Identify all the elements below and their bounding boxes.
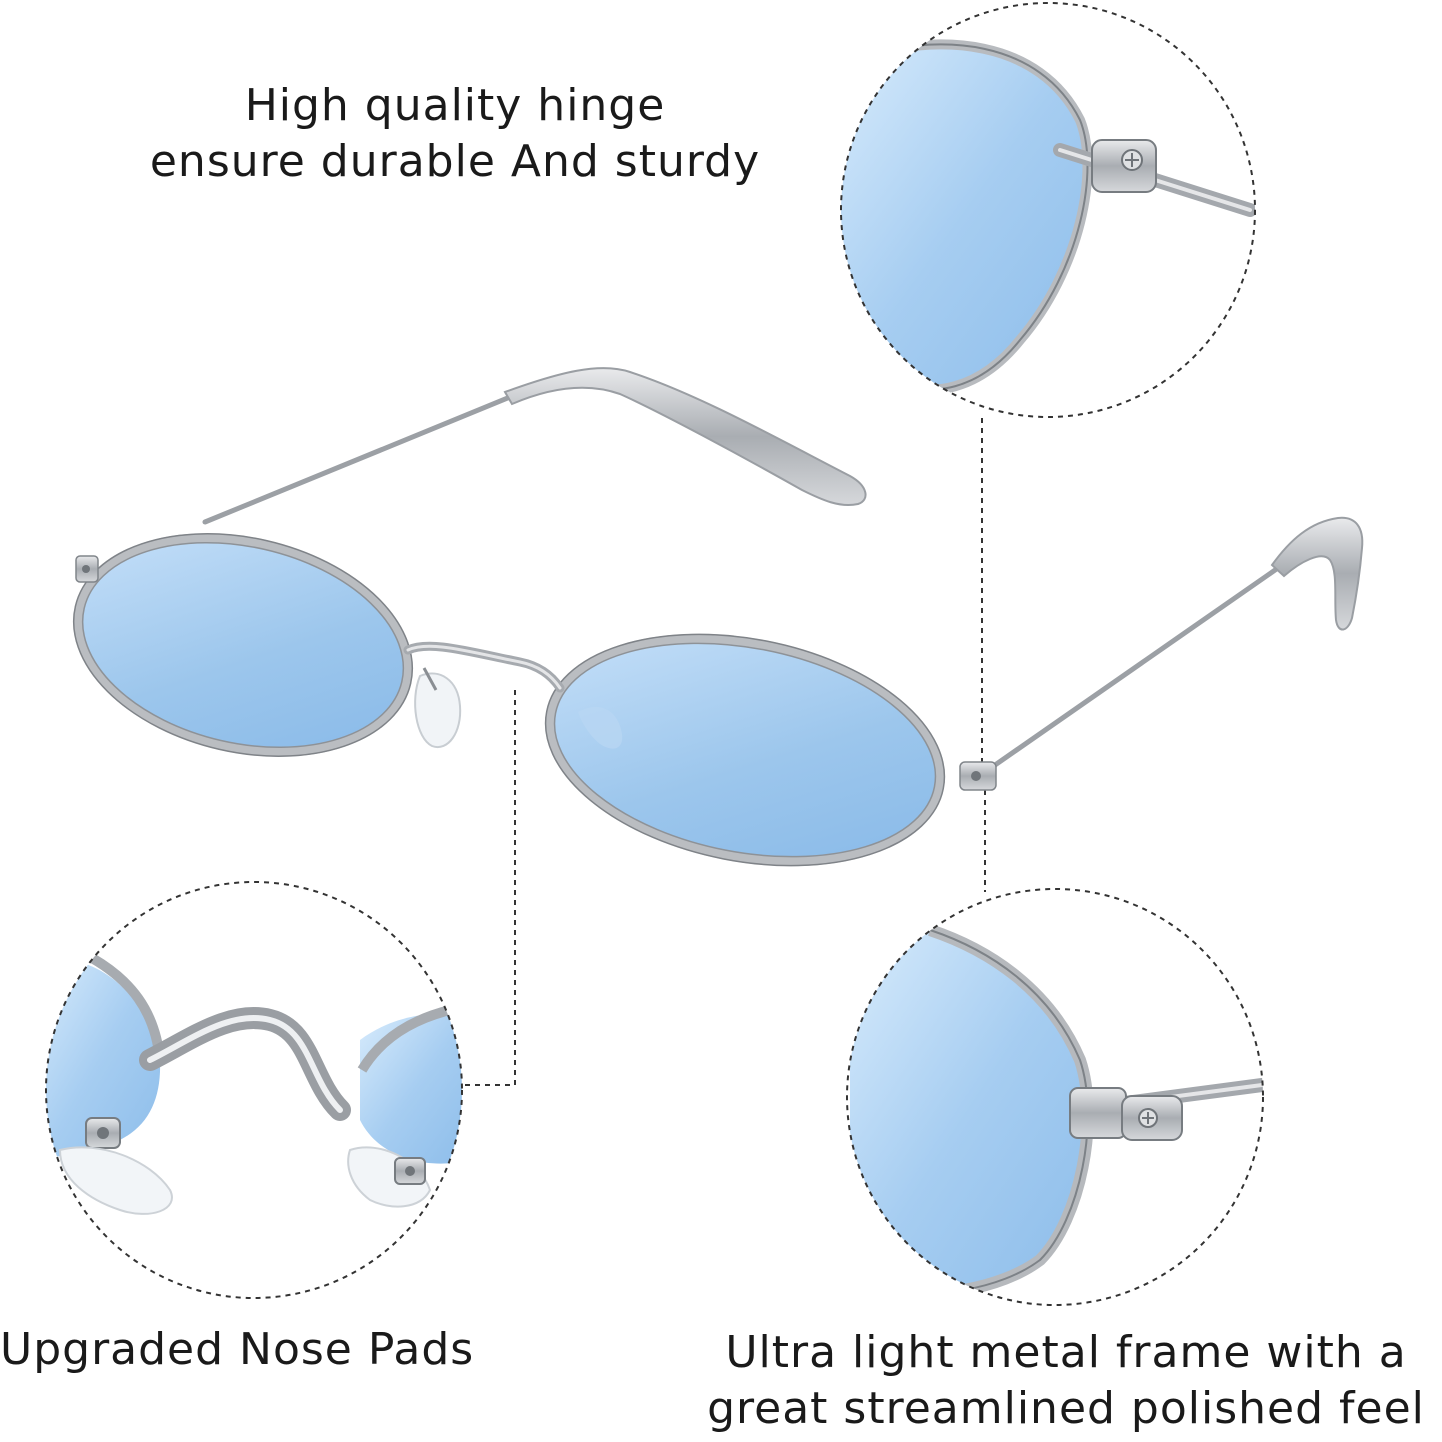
frame-caption-line-2: great streamlined polished feel: [707, 1383, 1425, 1434]
nose-pads-detail-circle: [45, 881, 463, 1299]
right-lens: [544, 633, 946, 867]
right-hinge: [959, 761, 997, 791]
nose-pad: [414, 667, 462, 749]
left-lens: [72, 533, 414, 757]
temple-arm-back: [202, 367, 867, 525]
left-hinge: [75, 555, 99, 583]
hinge-caption-line-1: High quality hinge: [244, 80, 666, 131]
nose-pads-caption-line-1: Upgraded Nose Pads: [0, 1324, 475, 1375]
temple-arm-front: [982, 516, 1364, 775]
hinge-caption: High quality hinge ensure durable And st…: [130, 78, 780, 190]
hinge-detail-circle: [840, 2, 1256, 418]
nose-pads-caption: Upgraded Nose Pads: [0, 1322, 520, 1378]
hinge-caption-line-2: ensure durable And sturdy: [149, 136, 761, 187]
callout-lines: [460, 418, 986, 1086]
bridge: [403, 641, 565, 693]
frame-caption-line-1: Ultra light metal frame with a: [725, 1327, 1407, 1378]
nose-callout-line: [460, 690, 516, 1086]
frame-caption: Ultra light metal frame with a great str…: [690, 1325, 1442, 1437]
frame-detail-circle: [846, 888, 1264, 1306]
sunglasses: [72, 367, 1364, 867]
